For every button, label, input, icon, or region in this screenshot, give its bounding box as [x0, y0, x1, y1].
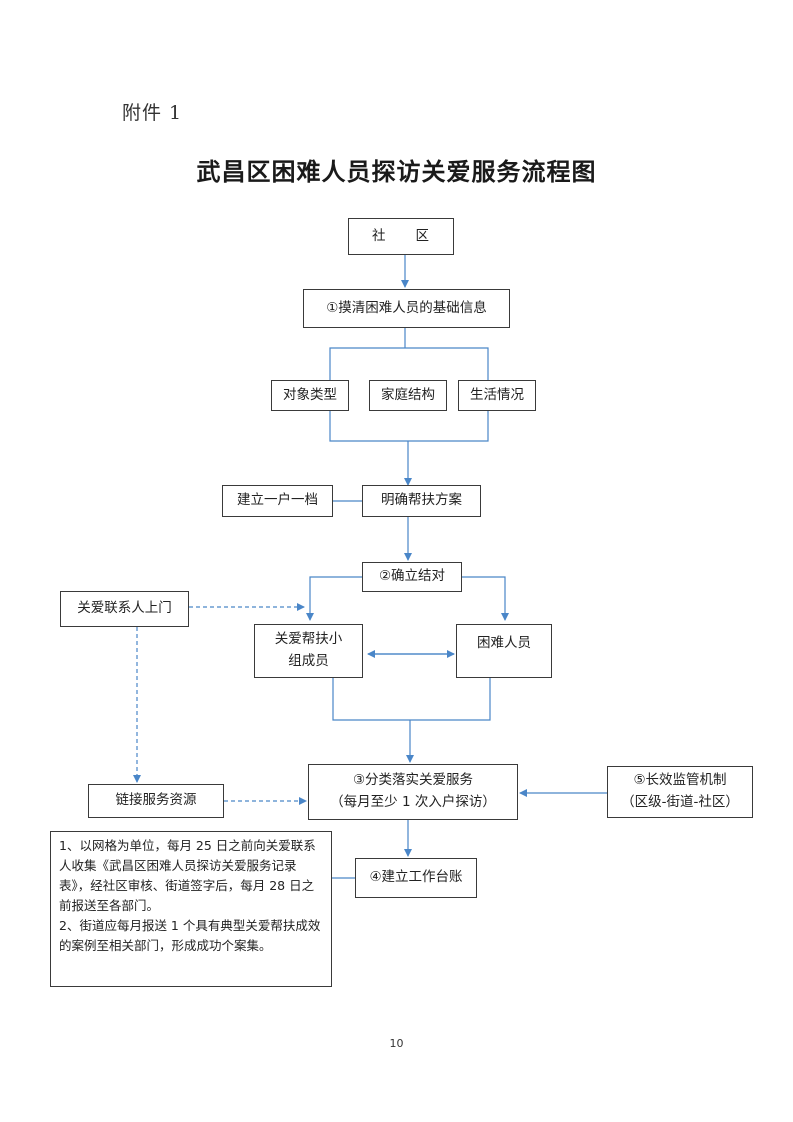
object-type-node: 对象类型 [271, 380, 349, 411]
care-team-node: 关爱帮扶小 组成员 [254, 624, 363, 678]
step3-care-service-node: ③分类落实关爱服务 （每月至少 1 次入户探访） [308, 764, 518, 820]
step5-line2: （区级-街道-社区） [621, 794, 739, 810]
step3-line2: （每月至少 1 次入户探访） [330, 794, 496, 810]
liaison-visit-node: 关爱联系人上门 [60, 591, 189, 627]
family-structure-node: 家庭结构 [369, 380, 447, 411]
note-item: 2、街道应每月报送 1 个具有典型关爱帮扶成效的案例至相关部门，形成成功个案集。 [59, 918, 321, 953]
step5-supervision-node: ⑤长效监管机制 （区级-街道-社区） [607, 766, 753, 818]
care-team-line2: 组成员 [288, 653, 329, 669]
step1-collect-info-node: ①摸清困难人员的基础信息 [303, 289, 510, 328]
community-node: 社 区 [348, 218, 454, 255]
step3-line1: ③分类落实关爱服务 [352, 772, 474, 789]
notes-box: 1、以网格为单位，每月 25 日之前向关爱联系人收集《武昌区困难人员探访关爱服务… [50, 831, 332, 987]
link-resources-node: 链接服务资源 [88, 784, 224, 818]
attachment-label: 附件 1 [122, 102, 183, 124]
clear-plan-node: 明确帮扶方案 [362, 485, 481, 517]
step2-pairing-node: ②确立结对 [362, 562, 462, 592]
step5-line1: ⑤长效监管机制 [633, 772, 727, 789]
living-situation-node: 生活情况 [458, 380, 536, 411]
step4-ledger-node: ④建立工作台账 [355, 858, 477, 898]
one-household-file-node: 建立一户一档 [222, 485, 333, 517]
care-team-line1: 关爱帮扶小 [274, 631, 343, 648]
note-item: 1、以网格为单位，每月 25 日之前向关爱联系人收集《武昌区困难人员探访关爱服务… [59, 838, 316, 913]
page-title: 武昌区困难人员探访关爱服务流程图 [196, 157, 597, 186]
needy-persons-node: 困难人员 [456, 624, 552, 678]
page-number: 10 [389, 1037, 404, 1050]
